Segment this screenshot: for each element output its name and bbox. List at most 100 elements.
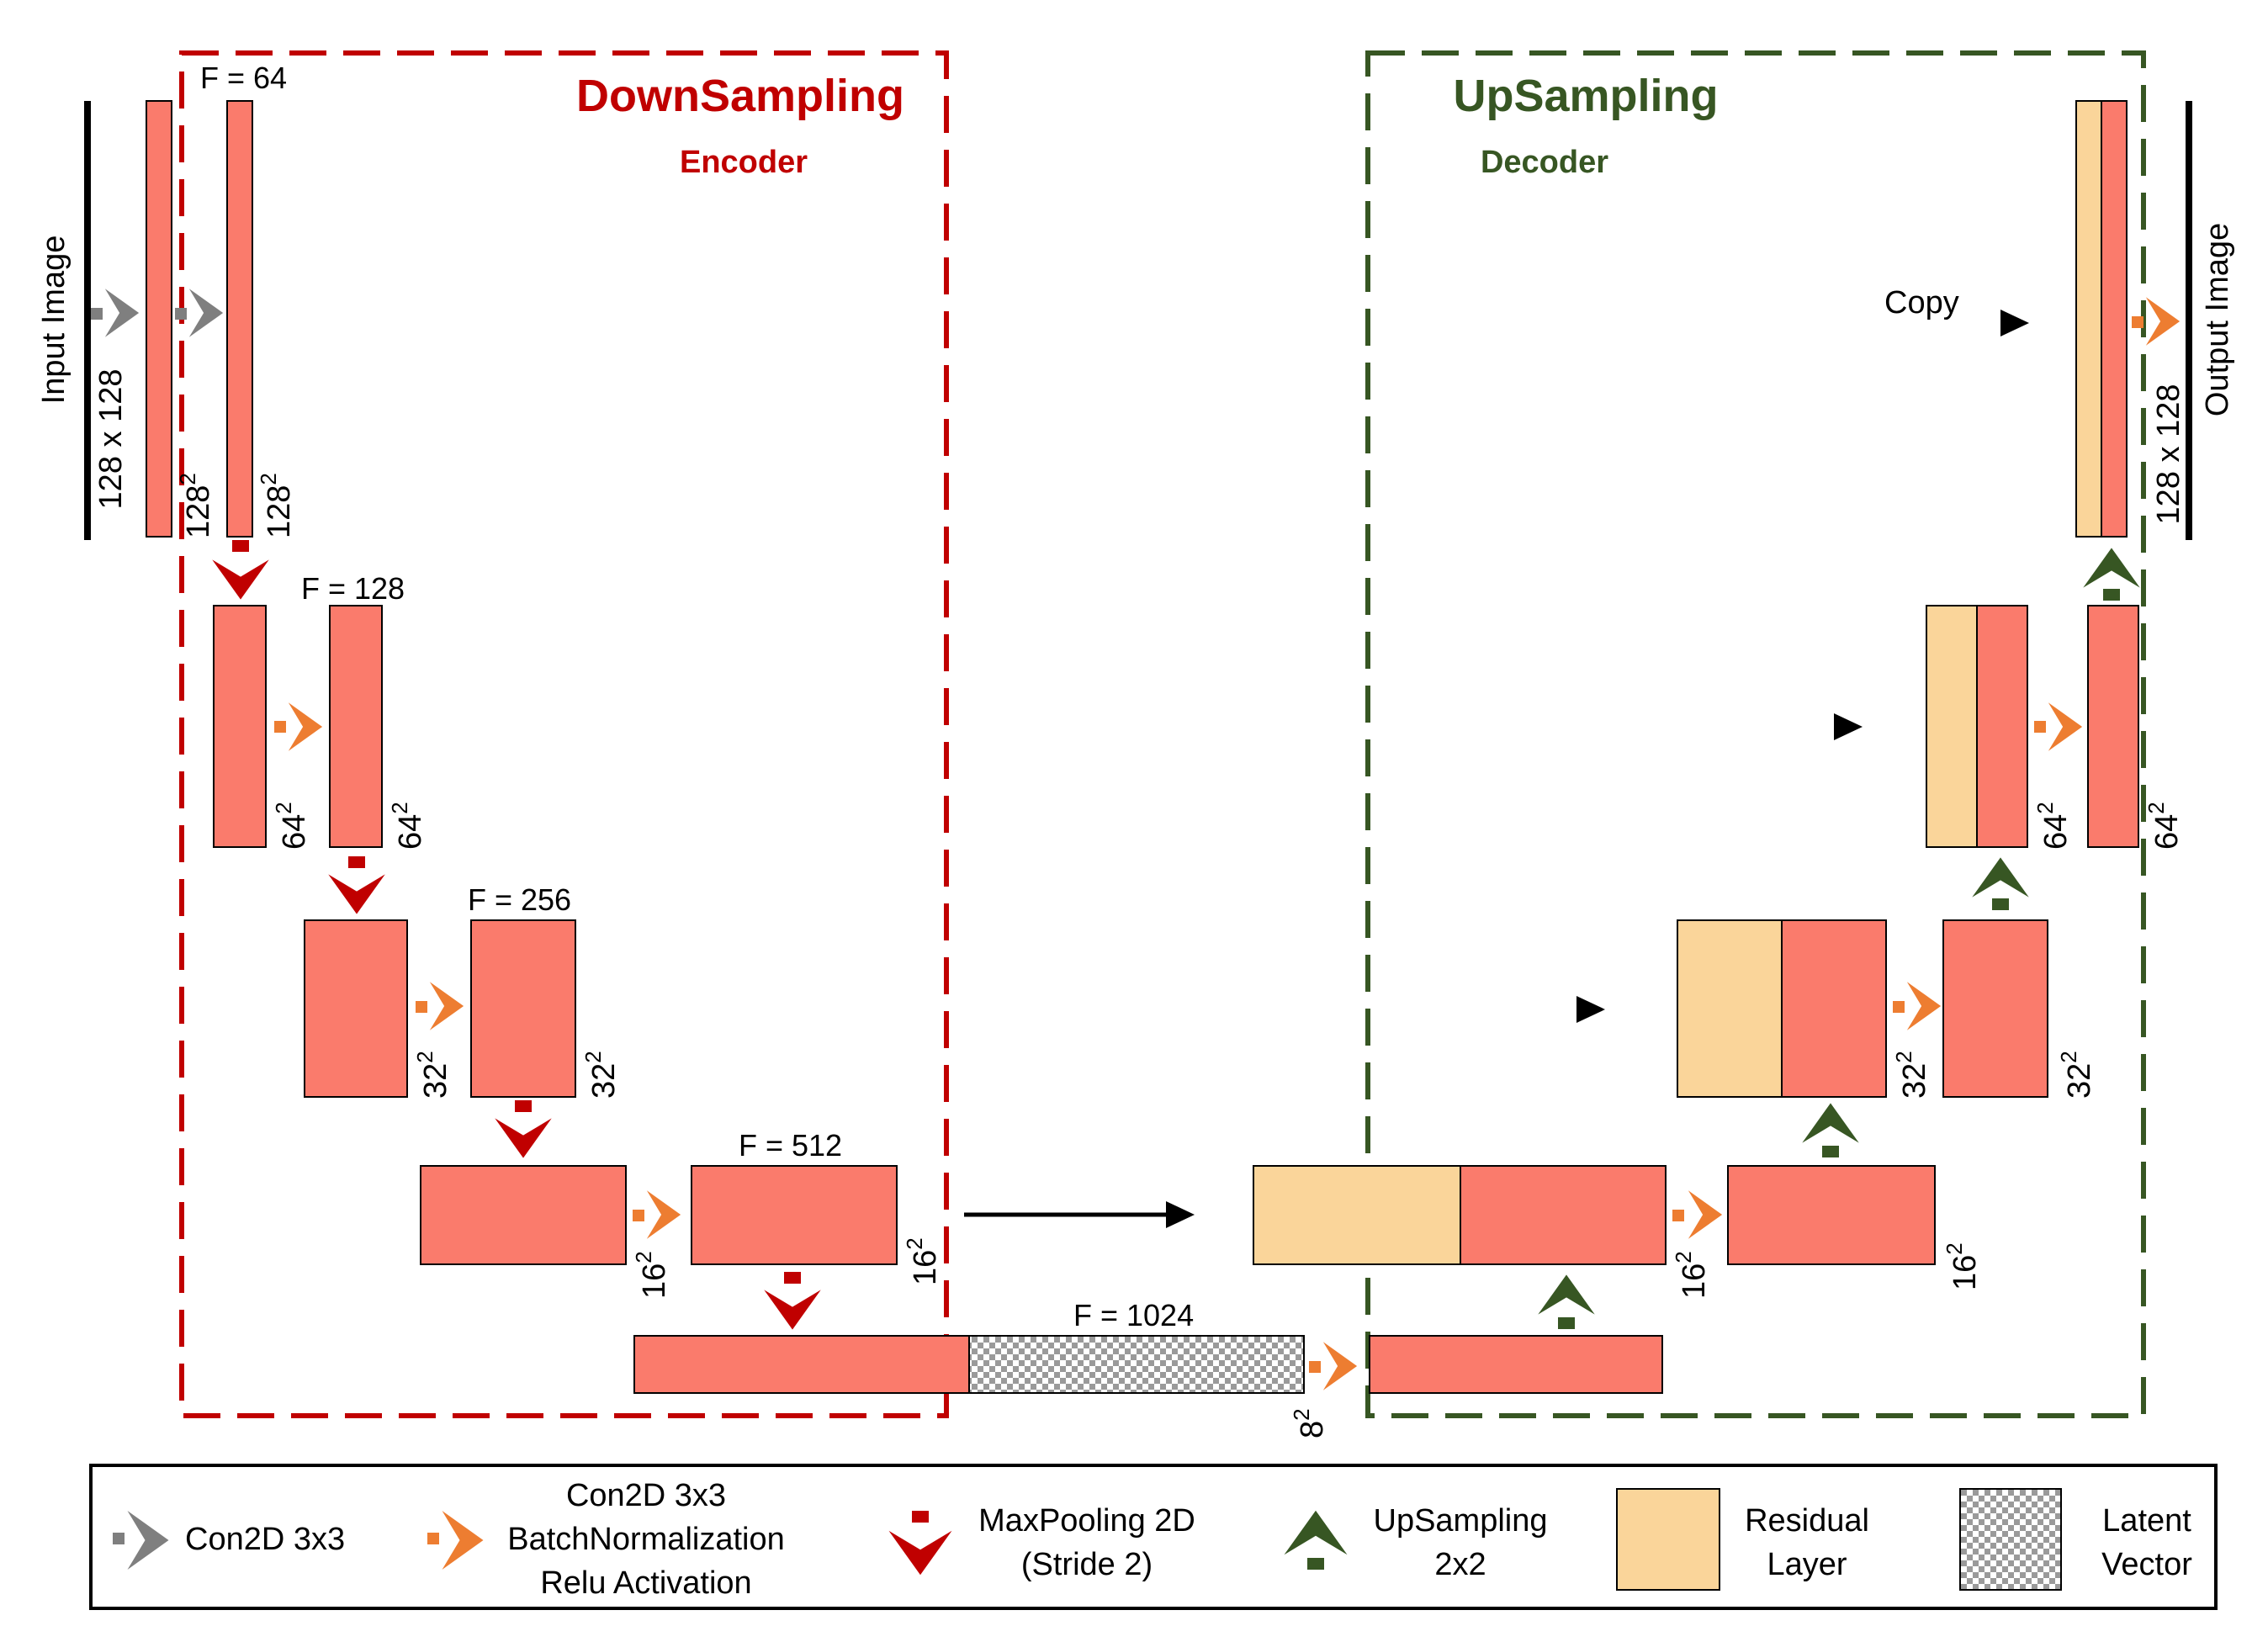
residual-128 <box>2075 100 2102 538</box>
svg-text:642: 642 <box>2032 802 2074 850</box>
dim-value: 16 <box>1677 1263 1712 1299</box>
dim-value: 8 <box>1295 1421 1330 1438</box>
filter-128-label: F = 128 <box>301 571 405 606</box>
conv-dot-icon <box>1309 1361 1321 1373</box>
svg-text:322: 322 <box>1891 1051 1932 1099</box>
maxpool-dot-icon <box>515 1100 532 1112</box>
dim-sup: 2 <box>2032 802 2058 813</box>
maxpool-dot-icon <box>91 308 103 320</box>
dim-value: 64 <box>2038 814 2074 850</box>
layer-out-128 <box>2101 100 2128 538</box>
legend-convbn-dot-icon <box>427 1533 439 1544</box>
legend-conv-label: Con2D 3x3 <box>185 1522 345 1557</box>
legend-maxpool-line2: (Stride 2) <box>1021 1547 1153 1582</box>
dim-value: 32 <box>586 1063 622 1099</box>
legend-convbn-line2: BatchNormalization <box>507 1522 784 1557</box>
layer-dec-16-a <box>1460 1165 1667 1265</box>
conv-dot-icon <box>274 721 286 733</box>
layer-dec-16-b <box>1727 1165 1936 1265</box>
upsample-dot-icon <box>1822 1146 1839 1157</box>
dim-32-a: 322 <box>412 1051 453 1099</box>
encoder-frame <box>179 50 949 1418</box>
layer-32-a <box>304 919 408 1098</box>
layer-64-a <box>213 605 267 848</box>
dim-value: 32 <box>1897 1063 1932 1099</box>
legend-conv-dot-icon <box>113 1533 125 1544</box>
orange-chevron-icon <box>288 702 323 751</box>
upsample-dot-icon <box>1558 1317 1575 1329</box>
legend-upsample-dot-icon <box>1307 1558 1324 1570</box>
layer-dec-64-a <box>1976 605 2028 848</box>
layer-8-b <box>1369 1335 1663 1394</box>
red-down-chevron-icon <box>212 559 269 600</box>
svg-text:1282: 1282 <box>256 473 297 538</box>
dim-dec-64-b: 642 <box>2143 802 2185 850</box>
skip-arrowhead-16 <box>1166 1201 1195 1228</box>
dim-64-b: 642 <box>387 802 428 850</box>
svg-text:162: 162 <box>1671 1251 1712 1299</box>
conv-dot-icon <box>1893 1001 1905 1013</box>
dim-value: 32 <box>2062 1063 2097 1099</box>
dim-sup: 2 <box>412 1051 437 1062</box>
legend-box <box>89 1464 2218 1610</box>
layer-16-a <box>420 1165 627 1265</box>
dim-dec-64-a: 642 <box>2032 802 2074 850</box>
decoder-title: UpSampling <box>1453 71 1718 121</box>
orange-chevron-icon <box>1322 1342 1358 1390</box>
copy-label: Copy <box>1884 285 1959 320</box>
red-down-chevron-icon <box>495 1118 552 1158</box>
svg-text:322: 322 <box>2056 1051 2097 1099</box>
dim-value: 128 <box>181 485 216 538</box>
dim-16-a: 162 <box>631 1251 672 1299</box>
svg-text:162: 162 <box>631 1251 672 1299</box>
conv-dot-icon <box>633 1210 644 1221</box>
dim-sup: 2 <box>631 1251 656 1263</box>
output-size: 128 x 128 <box>2151 384 2186 525</box>
dim-sup: 2 <box>1891 1051 1916 1062</box>
residual-16 <box>1253 1165 1461 1265</box>
green-up-chevron-icon <box>1538 1274 1595 1315</box>
green-up-chevron-icon <box>2083 548 2140 588</box>
skip-arrowhead-32 <box>1576 996 1605 1023</box>
dim-value: 64 <box>277 814 312 850</box>
layer-16-b <box>691 1165 898 1265</box>
orange-chevron-icon <box>2145 297 2181 346</box>
residual-swatch <box>1616 1488 1720 1591</box>
dim-sup: 2 <box>2143 802 2169 813</box>
legend-maxpool-dot-icon <box>912 1511 929 1523</box>
dim-dec-16-b: 162 <box>1942 1242 1983 1290</box>
legend-upsample-line2: 2x2 <box>1434 1547 1486 1582</box>
dim-value: 64 <box>2149 814 2185 850</box>
filter-256-label: F = 256 <box>468 882 571 917</box>
layer-128-b <box>226 100 253 538</box>
encoder-title: DownSampling <box>576 71 904 121</box>
latent-swatch <box>1959 1488 2062 1591</box>
conv-dot-icon <box>416 1001 427 1013</box>
residual-64 <box>1926 605 1978 848</box>
upsample-dot-icon <box>1992 898 2009 910</box>
dim-128-b: 1282 <box>256 473 297 538</box>
orange-chevron-icon <box>646 1190 681 1239</box>
layer-32-b <box>470 919 576 1098</box>
layer-8-a <box>633 1335 970 1394</box>
legend-convbn-line3: Relu Activation <box>540 1565 751 1601</box>
filter-64-label: F = 64 <box>200 61 287 95</box>
dim-sup: 2 <box>2056 1051 2081 1062</box>
output-label: Output Image <box>2200 223 2235 416</box>
gray-chevron-icon <box>188 289 224 337</box>
dim-sup: 2 <box>271 802 296 813</box>
maxpool-dot-icon <box>348 856 365 868</box>
green-up-chevron-icon <box>1802 1103 1859 1143</box>
red-down-chevron-icon <box>328 874 385 914</box>
svg-text:82: 82 <box>1289 1408 1330 1438</box>
dim-value: 16 <box>908 1250 943 1285</box>
latent-vector <box>968 1335 1305 1394</box>
legend-upsample-line1: UpSampling <box>1374 1503 1548 1539</box>
dim-64-a: 642 <box>271 802 312 850</box>
legend-residual-line1: Residual <box>1745 1503 1869 1539</box>
legend-residual-line2: Layer <box>1767 1547 1847 1582</box>
conv-dot-icon <box>175 308 187 320</box>
gray-chevron-icon <box>104 289 140 337</box>
dim-8: 82 <box>1289 1408 1330 1438</box>
